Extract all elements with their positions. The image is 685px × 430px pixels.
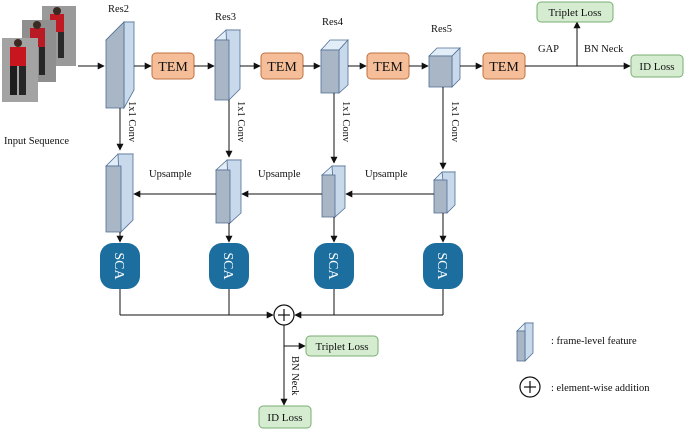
res5-feature-map [428,47,461,88]
sca-label-3: SCA [325,252,340,280]
tem-label-2: TEM [267,60,297,75]
sca-block-2: SCA [209,243,249,289]
conv-label-res5: 1x1 Conv [449,101,460,143]
top-id-loss-label: ID Loss [639,61,674,73]
stage-label-res2: Res2 [108,4,129,15]
res4-feature-map [320,38,349,94]
input-sequence-images [2,6,76,102]
stage-label-res5: Res5 [431,24,452,35]
top-id-loss-box: ID Loss [630,54,684,78]
sca-block-4: SCA [423,243,463,289]
sca-label-2: SCA [220,252,235,280]
frame-image-1 [2,38,38,102]
sca-label-4: SCA [434,252,449,280]
conv-label-res4: 1x1 Conv [340,101,351,143]
tem-block-3: TEM [366,52,410,80]
upsample-label-3: Upsample [365,169,408,180]
tem-label-1: TEM [158,60,188,75]
bottom-id-loss-box: ID Loss [258,405,312,429]
stage-label-res4: Res4 [322,17,344,28]
bottom-id-loss-label: ID Loss [267,412,302,424]
element-wise-addition-icon [273,304,295,326]
res3-feature-map [213,29,242,101]
top-triplet-loss-box: Triplet Loss [536,1,614,23]
lateral-feature-map-4 [433,171,456,214]
tem-block-4: TEM [482,52,526,80]
top-triplet-loss-label: Triplet Loss [548,7,601,19]
legend-addition-label: : element-wise addition [551,383,650,394]
legend: : frame-level feature : element-wise add… [516,322,650,398]
sca-block-3: SCA [314,243,354,289]
sca-block-1: SCA [100,243,140,289]
tem-block-2: TEM [260,52,304,80]
sca-label-1: SCA [111,252,126,280]
top-bn-neck-label: BN Neck [584,44,624,55]
input-sequence-label: Input Sequence [4,136,69,147]
tem-label-3: TEM [373,60,403,75]
legend-feature-label: : frame-level feature [551,336,637,347]
upsample-label-1: Upsample [149,169,192,180]
res2-feature-map [105,21,135,110]
legend-addition-icon [519,376,541,398]
lateral-feature-map-3 [320,165,347,218]
conv-label-res2: 1x1 Conv [126,101,137,143]
tem-label-4: TEM [489,60,519,75]
conv-label-res3: 1x1 Conv [235,101,246,143]
bottom-triplet-loss-label: Triplet Loss [315,341,368,353]
upsample-label-2: Upsample [258,169,301,180]
stage-label-res3: Res3 [215,12,236,23]
tem-block-1: TEM [151,52,195,80]
gap-label: GAP [538,44,559,55]
bottom-bn-neck-label: BN Neck [289,356,300,396]
lateral-feature-map-2 [214,159,243,224]
legend-feature-icon [516,322,534,362]
lateral-feature-map-1 [105,153,134,233]
bottom-triplet-loss-box: Triplet Loss [305,335,379,357]
